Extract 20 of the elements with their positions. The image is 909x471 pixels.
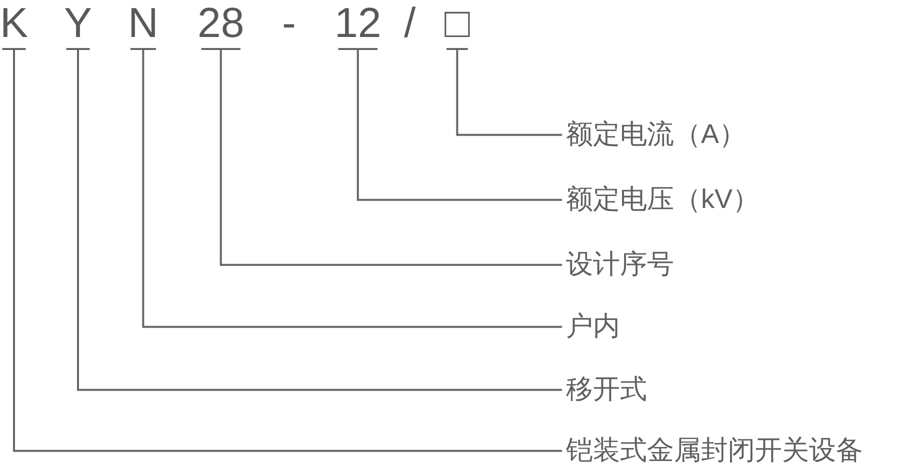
meaning-label: 铠装式金属封闭开关设备 [566,436,863,466]
meaning-label: 设计序号 [566,250,674,280]
meaning-label: 额定电压（kV） [566,185,760,215]
leader-line [200,48,563,266]
leader-line [446,48,563,136]
separator-slash: / [404,2,416,44]
meaning-label: 移开式 [566,375,647,405]
code-letter: N [128,2,158,44]
code-letter: K [0,2,28,44]
leader-line [1,48,563,452]
leader-line [65,48,563,391]
separator-dash: - [282,2,296,44]
meaning-label: 户内 [566,312,620,342]
leader-line [337,48,563,201]
code-number: 12 [334,2,382,44]
placeholder-symbol: □ [444,2,470,44]
meaning-label: 额定电流（A） [566,120,746,150]
code-number: 28 [198,2,244,44]
code-letter: Y [64,2,92,44]
leader-line [129,48,563,328]
